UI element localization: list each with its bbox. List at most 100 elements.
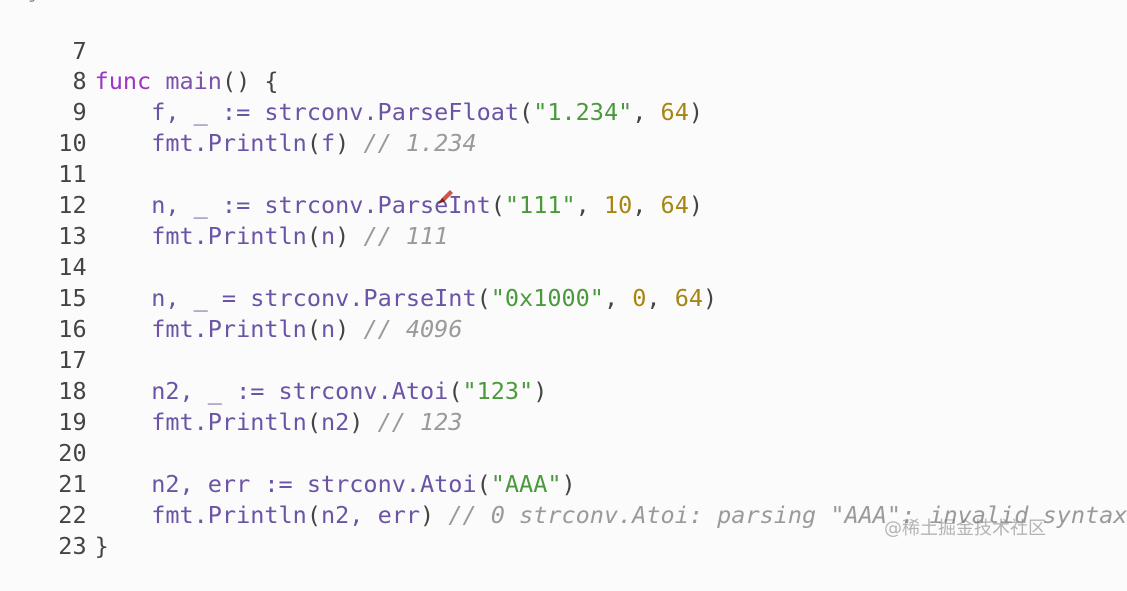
line-number: 13	[58, 222, 87, 250]
punctuation-token: (	[306, 408, 321, 436]
punctuation-token: ,	[632, 98, 661, 126]
assign-token: n, _ :=	[151, 191, 265, 219]
call-token: fmt.Println	[151, 501, 307, 529]
code-line-20: 20	[0, 408, 95, 467]
code-line-17: 17	[0, 315, 95, 374]
code-line-11: 11	[0, 129, 95, 188]
number-token: 10	[603, 191, 633, 219]
string-token: "0x1000"	[490, 284, 604, 312]
punctuation-token: )	[703, 284, 718, 312]
code-line-15: 15 n, _ = strconv.ParseInt("0x1000", 0, …	[0, 253, 717, 312]
line-number: 10	[58, 129, 87, 157]
argument-token: n2, err	[320, 501, 421, 529]
punctuation-token: ,	[575, 191, 604, 219]
code-line-12: 12 n, _ := strconv.ParseInt("111", 10, 6…	[0, 160, 703, 219]
line-number: 16	[58, 315, 87, 343]
line-number: 9	[72, 98, 87, 126]
code-line-10: 10 fmt.Println(f) // 1.234	[0, 98, 476, 157]
punctuation-token: )	[349, 408, 378, 436]
code-line-23: 23}	[0, 501, 108, 560]
punctuation-token: (	[306, 129, 321, 157]
assign-token: n2, err :=	[151, 470, 307, 498]
punctuation-token: )	[688, 191, 703, 219]
punctuation-token: () {	[221, 67, 279, 95]
punctuation-token: )	[420, 501, 449, 529]
code-line-18: 18 n2, _ := strconv.Atoi("123")	[0, 346, 547, 405]
call-token: strconv.Atoi	[278, 377, 449, 405]
punctuation-token: )	[561, 470, 576, 498]
comment-token: // 1.234	[363, 129, 477, 157]
comment-token: // 123	[377, 408, 463, 436]
call-token: strconv.ParseInt	[250, 284, 477, 312]
punctuation-token: )	[335, 222, 364, 250]
punctuation-token: (	[306, 315, 321, 343]
number-token: 0	[632, 284, 647, 312]
punctuation-token: (	[490, 191, 505, 219]
call-token: fmt.Println	[151, 315, 307, 343]
code-line-22: 22 fmt.Println(n2, err) // 0 strconv.Ato…	[0, 470, 1127, 529]
call-token: strconv.ParseFloat	[264, 98, 520, 126]
line-number: 23	[58, 532, 87, 560]
assign-token: n2, _ :=	[151, 377, 279, 405]
line-number: 8	[72, 67, 87, 95]
line-number: 19	[58, 408, 87, 436]
line-number: 11	[58, 160, 87, 188]
punctuation-token: )	[533, 377, 548, 405]
punctuation-token: (	[519, 98, 534, 126]
punctuation-token: (	[476, 470, 491, 498]
line-number: 7	[72, 37, 87, 65]
keyword-token: func	[94, 67, 152, 95]
fold-marker: ╯	[30, 0, 39, 10]
call-token: fmt.Println	[151, 129, 307, 157]
line-number: 14	[58, 253, 87, 281]
line-number: 12	[58, 191, 87, 219]
line-number: 22	[58, 501, 87, 529]
argument-token: f	[320, 129, 336, 157]
code-line-7: 7	[0, 6, 95, 65]
string-token: "1.234"	[533, 98, 633, 126]
call-token: strconv.ParseInt	[264, 191, 491, 219]
pen-cursor-icon	[438, 190, 453, 204]
argument-token: n	[320, 315, 336, 343]
line-number: 15	[58, 284, 87, 312]
function-name-token: main	[165, 67, 222, 95]
code-line-16: 16 fmt.Println(n) // 4096	[0, 284, 462, 343]
punctuation-token: (	[476, 284, 491, 312]
line-number: 21	[58, 470, 87, 498]
punctuation-token: (	[306, 501, 321, 529]
string-token: "123"	[462, 377, 534, 405]
call-token: strconv.Atoi	[306, 470, 477, 498]
punctuation-token: ,	[603, 284, 633, 312]
line-number: 18	[58, 377, 87, 405]
number-token: 64	[674, 284, 703, 312]
code-line-9: 9 f, _ := strconv.ParseFloat("1.234", 64…	[0, 67, 703, 126]
punctuation-token: )	[688, 98, 703, 126]
code-line-21: 21 n2, err := strconv.Atoi("AAA")	[0, 439, 575, 498]
argument-token: n	[320, 222, 336, 250]
line-number: 20	[58, 439, 87, 467]
code-line-14: 14	[0, 222, 95, 281]
number-token: 64	[660, 191, 689, 219]
punctuation-token: )	[335, 129, 364, 157]
punctuation-token: )	[335, 315, 364, 343]
code-line-19: 19 fmt.Println(n2) // 123	[0, 377, 462, 436]
punctuation-token: (	[306, 222, 321, 250]
punctuation-token: ,	[646, 284, 675, 312]
comment-token: // 0 strconv.Atoi: parsing "AAA": invali…	[448, 501, 1127, 529]
watermark: @稀土掘金技术社区	[884, 518, 1046, 539]
punctuation-token: (	[448, 377, 463, 405]
line-number: 17	[58, 346, 87, 374]
punctuation-token: }	[94, 532, 109, 560]
call-token: fmt.Println	[151, 408, 307, 436]
code-line-13: 13 fmt.Println(n) // 111	[0, 191, 448, 250]
assign-token: n, _ =	[151, 284, 251, 312]
string-token: "111"	[504, 191, 576, 219]
argument-token: n2	[320, 408, 350, 436]
assign-token: f, _ :=	[151, 98, 265, 126]
number-token: 64	[660, 98, 689, 126]
string-token: "AAA"	[490, 470, 562, 498]
comment-token: // 111	[363, 222, 449, 250]
comment-token: // 4096	[363, 315, 463, 343]
